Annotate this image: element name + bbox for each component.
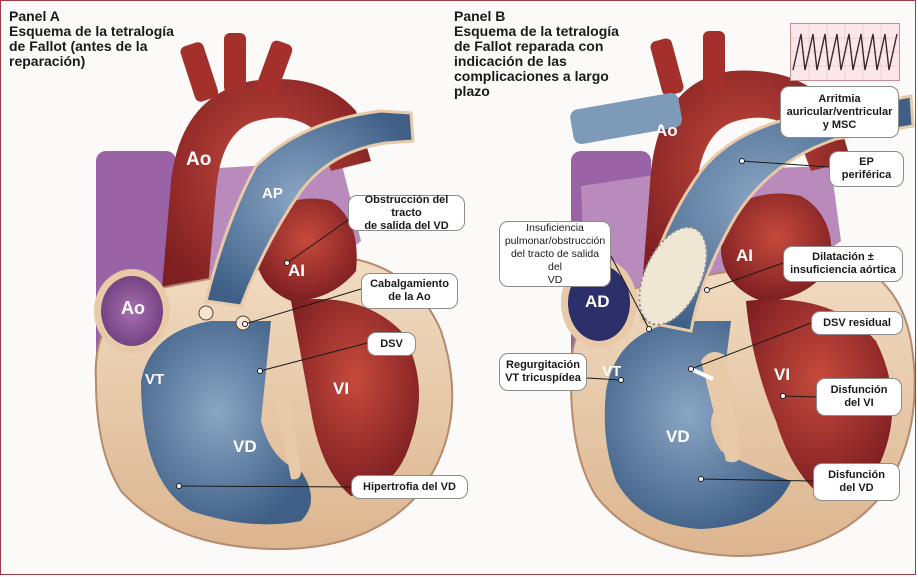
panel-b-subtitle-line-5: plazo <box>454 84 619 99</box>
panel-a-label-ai: AI <box>288 261 305 281</box>
panel-a-label-vi: VI <box>333 379 349 399</box>
dot-dsv <box>258 369 263 374</box>
callout-dilatacion-line-2: insuficiencia aórtica <box>790 264 896 277</box>
callout-disfuncion-vi-line-2: del VI <box>831 397 888 410</box>
panel-b-aorta-branch-1 <box>649 37 685 97</box>
panel-b-subtitle-line-2: de Fallot reparada con <box>454 39 619 54</box>
callout-cabalgamiento-line-1: Cabalgamiento <box>370 278 449 291</box>
panel-b-aorta-branch-2 <box>703 31 725 91</box>
panel-a-label-ao-top: Ao <box>186 149 211 171</box>
panel-a-label-ao-left: Ao <box>121 298 145 319</box>
dot-ep <box>740 159 745 164</box>
callout-obstruccion-line-1: Obstrucción del tracto <box>354 194 459 220</box>
panel-b-subtitle-line-3: indicación de las <box>454 54 619 69</box>
dot-insuficiencia-pulmonar <box>647 327 652 332</box>
callout-arritmia-line-2: auricular/ventricular <box>787 106 893 119</box>
callout-regurgitacion-line-2: VT tricuspídea <box>505 372 581 385</box>
callout-insuficiencia-line-4: VD <box>505 274 605 287</box>
dot-disfuncion-vi <box>781 394 786 399</box>
panel-a-subtitle-line-2: de Fallot (antes de la <box>9 39 174 54</box>
callout-disfuncion-vd-line-1: Disfunción <box>828 469 885 482</box>
callout-cabalgamiento-line-2: de la Ao <box>370 291 449 304</box>
ecg-inset <box>790 23 900 81</box>
panel-a-subtitle-line-3: reparación) <box>9 54 174 69</box>
callout-insuficiencia-line-2: pulmonar/obstrucción <box>505 235 605 248</box>
panel-b-subtitle-line-1: Esquema de la tetralogía <box>454 24 619 39</box>
panel-a-subtitle-line-1: Esquema de la tetralogía <box>9 24 174 39</box>
panel-a-aorta-branch-2 <box>224 33 246 93</box>
dot-dilatacion <box>705 288 710 293</box>
callout-regurgitacion-line-1: Regurgitación <box>505 359 581 372</box>
panel-a-label-vd: VD <box>233 437 257 457</box>
callout-dilatacion-line-1: Dilatación ± <box>790 251 896 264</box>
panel-b-label-vi: VI <box>774 365 790 385</box>
callout-insuficiencia-line-1: Insuficiencia <box>505 222 605 235</box>
dot-disfuncion-vd <box>699 477 704 482</box>
panel-b-label-ao: Ao <box>655 121 678 141</box>
panel-b-heading: Panel B Esquema de la tetralogía de Fall… <box>454 9 619 99</box>
callout-hipertrofia: Hipertrofia del VD <box>351 475 468 499</box>
callout-dsv-residual: DSV residual <box>811 311 903 335</box>
callout-dsv: DSV <box>367 332 416 356</box>
callout-insuficiencia-line-3: del tracto de salida del <box>505 248 605 274</box>
panel-b-label-vt: VT <box>602 363 621 380</box>
callout-obstruccion-line-2: de salida del VD <box>354 220 459 233</box>
callout-arritmia-line-3: y MSC <box>787 119 893 132</box>
callout-arritmia-line-1: Arritmia <box>787 93 893 106</box>
panel-a-title: Panel A <box>9 9 174 24</box>
panel-a-valve-1 <box>199 306 213 320</box>
callout-disfuncion-vd-line-2: del VD <box>828 482 885 495</box>
callout-disfuncion-vi-line-1: Disfunción <box>831 384 888 397</box>
callout-dilatacion: Dilatación ±insuficiencia aórtica <box>783 246 903 282</box>
dot-dsv-residual <box>689 367 694 372</box>
panel-b-label-ai: AI <box>736 246 753 266</box>
panel-b-label-ad: AD <box>585 292 610 312</box>
panel-a-heading: Panel A Esquema de la tetralogía de Fall… <box>9 9 174 69</box>
panel-b-label-vd: VD <box>666 427 690 447</box>
ecg-trace <box>791 24 899 80</box>
panel-a-aorta-branch-1 <box>179 41 220 104</box>
dot-hipertrofia <box>177 484 182 489</box>
panel-a-label-ap: AP <box>262 185 283 202</box>
callout-ep-line-2: periférica <box>842 169 892 182</box>
panel-b-subtitle-line-4: complicaciones a largo <box>454 69 619 84</box>
dot-cabalgamiento <box>243 322 248 327</box>
panel-b-title: Panel B <box>454 9 619 24</box>
panel-a-label-vt: VT <box>145 371 164 388</box>
callout-ep-line-1: EP <box>842 156 892 169</box>
